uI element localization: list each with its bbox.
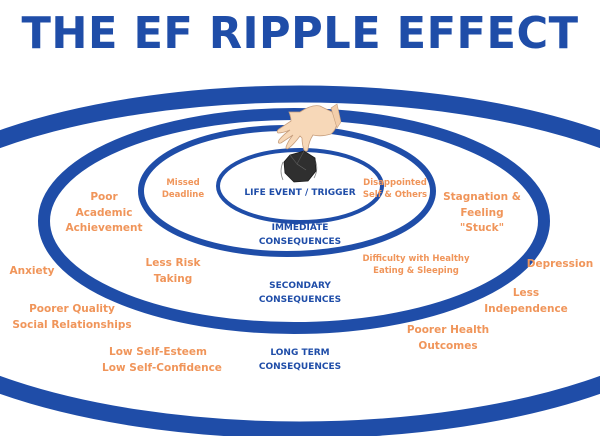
life-event-label: LIFE EVENT / TRIGGER [244,188,356,198]
ring-immediate [216,148,384,224]
consequence-low-self-esteem: Low Self-Esteem Low Self-Confidence [102,346,222,374]
consequence-poorer-social-relationships: Poorer Quality Social Relationships [12,303,132,331]
consequence-less-risk-taking: Less Risk Taking [145,257,201,285]
consequence-difficulty-eating-sleeping: Difficulty with Healthy Eating & Sleepin… [362,254,470,276]
consequence-poorer-health-outcomes: Poorer Health Outcomes [406,324,490,352]
hand-icon [276,103,342,152]
consequence-less-independence: Less Independence [484,287,568,315]
page-title: THE EF RIPPLE EFFECT [21,8,579,59]
secondary-consequences-label: SECONDARY CONSEQUENCES [258,281,342,305]
long-term-consequences-label: LONG TERM CONSEQUENCES [258,348,342,372]
immediate-consequences-label: IMMEDIATE CONSEQUENCES [258,223,342,247]
consequence-disappointed: Disappointed Self & Others [362,178,428,200]
consequence-poor-academic-achievement: Poor Academic Achievement [65,191,143,234]
ring-outer [0,85,600,436]
consequence-missed-deadline: Missed Deadline [161,178,205,200]
consequence-depression: Depression [526,258,594,270]
rock-icon [280,150,318,183]
consequence-stagnation: Stagnation & Feeling "Stuck" [443,191,521,234]
consequence-anxiety: Anxiety [9,265,55,277]
